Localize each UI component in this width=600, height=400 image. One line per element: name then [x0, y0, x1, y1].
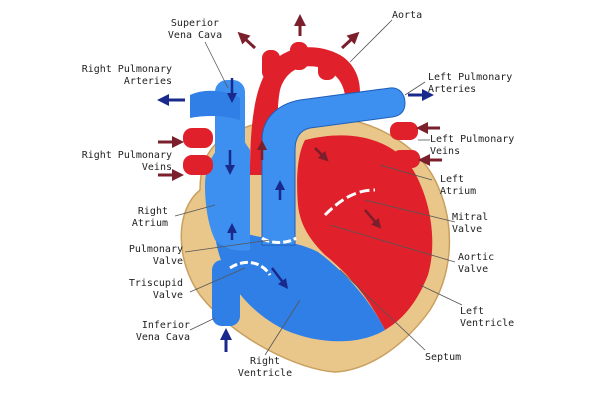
- pulmonary-valve-shape: [261, 236, 297, 244]
- label-aorta: Aorta: [392, 10, 423, 21]
- flow-arrow-la: [314, 147, 329, 162]
- arrow-aorta-1: [237, 31, 257, 50]
- label-right-pulmonary-veins: Right Pulmonary Veins: [81, 150, 172, 173]
- label-pulmonary-valve: Pulmonary Valve: [128, 244, 183, 267]
- inferior-vena-cava-vessel: [212, 260, 240, 326]
- label-left-atrium: Left Atrium: [440, 174, 477, 197]
- label-tricuspid-valve: Triscupid Valve: [128, 278, 183, 301]
- label-aortic-valve: Aortic Valve: [458, 252, 495, 275]
- label-left-pulmonary-arteries: Left Pulmonary Arteries: [428, 72, 513, 95]
- left-pulmonary-vein-lower: [392, 150, 420, 168]
- label-left-pulmonary-veins: Left Pulmonary Veins: [430, 134, 515, 157]
- left-pulmonary-vein-upper: [390, 122, 418, 140]
- right-ventricle-chamber: [215, 230, 385, 342]
- label-septum: Septum: [425, 352, 462, 363]
- left-heart-chambers: [297, 135, 433, 330]
- label-left-ventricle: Left Ventricle: [460, 306, 515, 329]
- flow-arrow-lv: [364, 209, 382, 229]
- leader-lines: [174, 19, 463, 356]
- label-inferior-vena-cava: Inferior Vena Cava: [135, 320, 190, 343]
- label-right-atrium: Right Atrium: [131, 206, 168, 229]
- label-right-ventricle: Right Ventricle: [237, 356, 293, 379]
- mitral-valve-shape: [323, 188, 376, 217]
- label-superior-vena-cava: Superior Vena Cava: [167, 18, 223, 41]
- arrow-aorta-3: [340, 31, 360, 50]
- aorta-branch-1: [262, 50, 280, 80]
- aorta-branch-3: [318, 52, 336, 80]
- pulmonary-trunk: [261, 87, 406, 246]
- aorta-branch-2: [290, 42, 308, 70]
- label-right-pulmonary-arteries: Right Pulmonary Arteries: [81, 64, 172, 87]
- flow-arrow-rv: [271, 267, 289, 289]
- right-pulmonary-vein-upper: [183, 128, 213, 148]
- tricuspid-valve-shape: [229, 260, 272, 276]
- right-pulmonary-vein-lower: [183, 155, 213, 175]
- label-mitral-valve: Mitral Valve: [452, 212, 489, 235]
